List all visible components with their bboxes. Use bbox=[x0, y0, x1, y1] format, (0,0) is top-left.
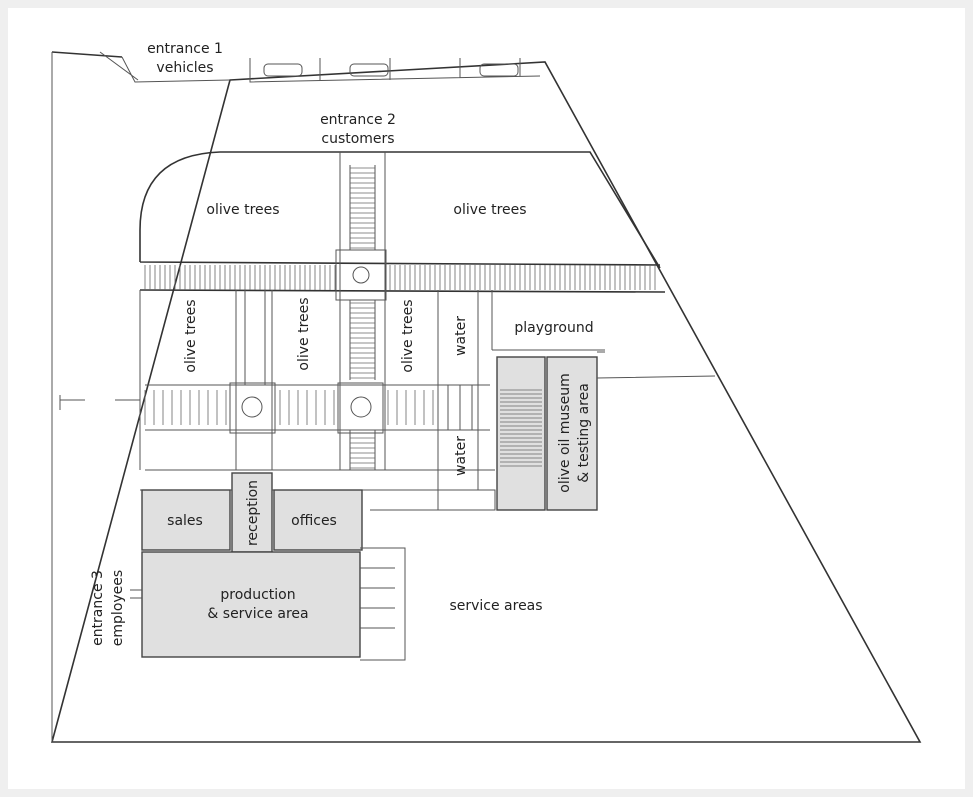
olive-trees-label: olive trees bbox=[296, 297, 312, 370]
service-areas-label: service areas bbox=[449, 598, 542, 614]
water-bridge bbox=[440, 384, 480, 431]
production-sublabel: & service area bbox=[207, 606, 308, 622]
offices-label: offices bbox=[291, 513, 337, 529]
grove-grid bbox=[139, 290, 496, 511]
sales-building bbox=[141, 489, 231, 551]
entrance-1-sublabel: vehicles bbox=[156, 60, 213, 76]
playground-label: playground bbox=[514, 320, 593, 336]
museum-stairs bbox=[496, 356, 546, 511]
sales-label: sales bbox=[167, 513, 203, 529]
cross-walkway bbox=[144, 265, 656, 425]
entrance-3-sublabel: employees bbox=[110, 570, 126, 646]
plaza-center bbox=[337, 382, 384, 434]
production-label: production bbox=[220, 587, 295, 603]
fountain-plaza bbox=[335, 249, 387, 301]
museum-building bbox=[546, 356, 598, 511]
olive-trees-label: olive trees bbox=[400, 299, 416, 372]
entrance-3-label: entrance 3 bbox=[90, 570, 106, 646]
loading-dock bbox=[360, 547, 406, 661]
plaza-left bbox=[229, 382, 276, 434]
fountain-icon bbox=[350, 396, 372, 418]
fountain-icon bbox=[241, 396, 263, 418]
olive-trees-label: olive trees bbox=[206, 202, 279, 218]
fountain-icon bbox=[352, 266, 370, 284]
museum-sublabel: & testing area bbox=[576, 383, 592, 483]
entrance-2-label: entrance 2 bbox=[320, 112, 396, 128]
paper-sheet bbox=[8, 8, 965, 789]
site-boundary bbox=[50, 51, 922, 743]
museum-outline bbox=[492, 349, 716, 379]
olive-trees-label: olive trees bbox=[453, 202, 526, 218]
garden-outline bbox=[139, 151, 666, 293]
water-label: water bbox=[453, 316, 469, 356]
car-icon bbox=[263, 63, 303, 77]
olive-trees-label: olive trees bbox=[183, 299, 199, 372]
reception-label: reception bbox=[245, 480, 261, 546]
entrance-2-sublabel: customers bbox=[321, 131, 394, 147]
water-label: water bbox=[453, 436, 469, 476]
parking-row bbox=[249, 58, 541, 83]
side-gates bbox=[59, 395, 142, 599]
car-icon bbox=[349, 63, 389, 77]
car-icon bbox=[479, 63, 519, 77]
museum-label: olive oil museum bbox=[557, 373, 573, 492]
offices-building bbox=[273, 489, 363, 551]
production-building bbox=[141, 551, 361, 658]
entrance-1-label: entrance 1 bbox=[147, 41, 223, 57]
entrance-1-gate bbox=[51, 51, 231, 742]
reception-building bbox=[231, 472, 273, 553]
